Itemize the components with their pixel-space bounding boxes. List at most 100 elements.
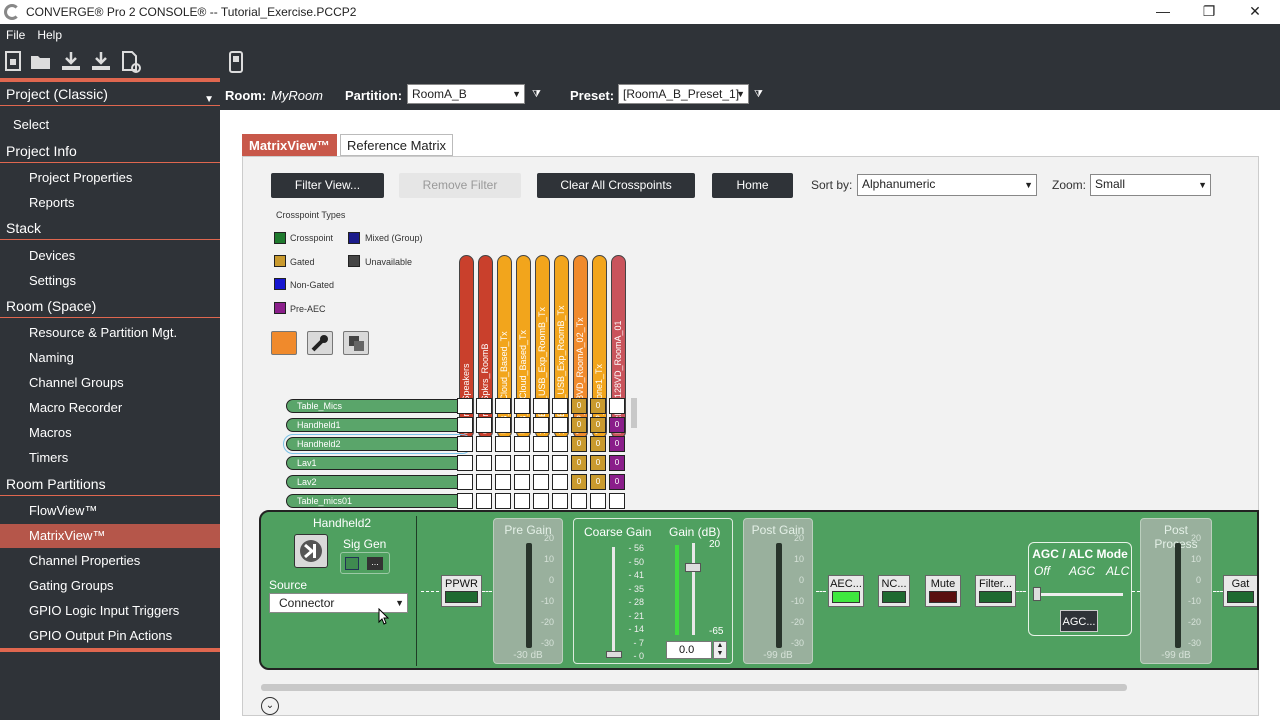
matrix-crosspoint-cell[interactable] <box>533 417 549 433</box>
matrix-row-label[interactable]: Table_Mics <box>286 399 469 413</box>
matrix-crosspoint-cell[interactable]: 0 <box>609 436 625 452</box>
sidebar-item-timers[interactable]: Timers <box>29 450 69 465</box>
matrix-crosspoint-cell[interactable] <box>476 398 492 414</box>
restore-button[interactable]: ❐ <box>1202 3 1216 19</box>
sidebar-item-naming[interactable]: Naming <box>29 350 74 365</box>
sidebar-item-channel-groups[interactable]: Channel Groups <box>29 375 124 390</box>
matrix-crosspoint-cell[interactable] <box>552 455 568 471</box>
matrix-crosspoint-cell[interactable] <box>495 436 511 452</box>
matrix-crosspoint-cell[interactable]: 0 <box>571 436 587 452</box>
sidebar-item-devices[interactable]: Devices <box>29 248 76 263</box>
matrix-crosspoint-cell[interactable] <box>552 398 568 414</box>
sidebar-item-resource-partition[interactable]: Resource & Partition Mgt. <box>29 325 178 340</box>
matrix-row-label[interactable]: Handheld1 <box>286 418 469 432</box>
matrix-row-label[interactable]: Lav1 <box>286 456 469 470</box>
tab-matrixview[interactable]: MatrixView™ <box>242 134 337 156</box>
matrix-crosspoint-cell[interactable] <box>552 417 568 433</box>
tab-reference-matrix[interactable]: Reference Matrix <box>340 134 453 156</box>
matrix-crosspoint-cell[interactable] <box>476 474 492 490</box>
sidebar-section-project[interactable]: Project (Classic) ▼ <box>0 82 220 106</box>
matrix-crosspoint-cell[interactable] <box>571 493 587 509</box>
matrix-row-label[interactable]: Handheld2 <box>283 434 472 454</box>
sidebar-section-stack[interactable]: Stack <box>0 216 220 240</box>
matrix-crosspoint-cell[interactable] <box>476 493 492 509</box>
matrix-crosspoint-cell[interactable] <box>514 493 530 509</box>
ppwr-button[interactable]: PPWR <box>441 575 482 607</box>
matrix-crosspoint-cell[interactable] <box>495 493 511 509</box>
matrix-crosspoint-cell[interactable] <box>476 417 492 433</box>
collapse-icon[interactable]: ▼ <box>204 94 214 105</box>
matrix-crosspoint-cell[interactable]: 0 <box>571 455 587 471</box>
menu-file[interactable]: File <box>6 28 26 42</box>
matrix-crosspoint-cell[interactable] <box>457 455 473 471</box>
sidebar-section-project-info[interactable]: Project Info <box>0 139 220 163</box>
sig-gen-more-button[interactable]: ... <box>367 557 383 570</box>
matrix-crosspoint-cell[interactable] <box>457 436 473 452</box>
input-connector-icon[interactable] <box>294 534 328 568</box>
agc-mode-slider[interactable] <box>1037 593 1123 596</box>
sidebar-section-room[interactable]: Room (Space) <box>0 294 220 318</box>
coarse-gain-slider[interactable] <box>612 547 615 657</box>
matrix-crosspoint-cell[interactable] <box>552 436 568 452</box>
nc-button[interactable]: NC... <box>878 575 910 607</box>
sidebar-item-select[interactable]: Select <box>13 117 50 132</box>
post-process-fader[interactable] <box>1175 543 1181 648</box>
partition-dropdown[interactable]: RoomA_B ▼ <box>407 84 525 104</box>
horizontal-scrollbar[interactable] <box>261 684 1127 691</box>
sidebar-section-room-partitions[interactable]: Room Partitions <box>0 472 220 496</box>
sidebar-item-matrixview[interactable]: MatrixView™ <box>0 524 220 548</box>
gate-button[interactable]: Gat <box>1223 575 1257 607</box>
matrix-crosspoint-cell[interactable] <box>514 474 530 490</box>
sidebar-item-project-properties[interactable]: Project Properties <box>29 170 133 185</box>
sidebar-item-gating-groups[interactable]: Gating Groups <box>29 578 114 593</box>
matrix-crosspoint-cell[interactable] <box>609 398 625 414</box>
sig-gen-toggle[interactable] <box>345 557 359 570</box>
open-folder-icon[interactable] <box>29 50 53 74</box>
matrix-crosspoint-cell[interactable]: 0 <box>590 436 606 452</box>
zoom-dropdown[interactable]: Small ▼ <box>1090 174 1211 196</box>
sidebar-item-reports[interactable]: Reports <box>29 195 75 210</box>
sidebar-item-flowview[interactable]: FlowView™ <box>29 503 98 518</box>
sidebar-item-gpio-logic[interactable]: GPIO Logic Input Triggers <box>29 603 180 618</box>
expand-down-icon[interactable]: ⌄ <box>261 697 279 715</box>
preset-filter-icon[interactable]: ⧩ <box>754 89 763 100</box>
preset-dropdown[interactable]: [RoomA_B_Preset_1] ▼ <box>618 84 749 104</box>
wrench-tool-icon[interactable] <box>307 331 333 355</box>
group-tool-icon[interactable] <box>343 331 369 355</box>
agc-mode-thumb[interactable] <box>1033 587 1041 601</box>
select-tool-icon[interactable] <box>271 331 297 355</box>
matrix-crosspoint-cell[interactable]: 0 <box>590 474 606 490</box>
matrix-crosspoint-cell[interactable] <box>514 455 530 471</box>
matrix-crosspoint-cell[interactable] <box>552 493 568 509</box>
matrix-crosspoint-cell[interactable] <box>495 417 511 433</box>
matrix-crosspoint-cell[interactable]: 0 <box>590 398 606 414</box>
matrix-crosspoint-cell[interactable] <box>495 398 511 414</box>
sidebar-item-macro-recorder[interactable]: Macro Recorder <box>29 400 123 415</box>
gain-value-input[interactable]: 0.0 <box>666 641 712 659</box>
filter-view-button[interactable]: Filter View... <box>271 173 384 198</box>
matrix-crosspoint-cell[interactable]: 0 <box>590 417 606 433</box>
matrix-crosspoint-cell[interactable] <box>457 417 473 433</box>
document-settings-icon[interactable] <box>119 50 143 74</box>
device-icon[interactable] <box>224 50 248 74</box>
download-all-icon[interactable] <box>89 50 113 74</box>
pre-gain-fader[interactable] <box>526 543 532 648</box>
matrix-crosspoint-cell[interactable] <box>476 455 492 471</box>
matrix-crosspoint-cell[interactable] <box>533 455 549 471</box>
mute-button[interactable]: Mute <box>925 575 961 607</box>
matrix-crosspoint-cell[interactable] <box>590 493 606 509</box>
matrix-crosspoint-cell[interactable] <box>533 436 549 452</box>
gain-stepper[interactable]: ▲▼ <box>713 641 727 659</box>
sidebar-item-settings[interactable]: Settings <box>29 273 76 288</box>
matrix-crosspoint-cell[interactable]: 0 <box>571 417 587 433</box>
sort-dropdown[interactable]: Alphanumeric ▼ <box>857 174 1037 196</box>
matrix-crosspoint-cell[interactable]: 0 <box>571 398 587 414</box>
matrix-crosspoint-cell[interactable] <box>495 455 511 471</box>
matrix-crosspoint-cell[interactable] <box>457 474 473 490</box>
matrix-row-label[interactable]: Lav2 <box>286 475 469 489</box>
minimize-button[interactable]: — <box>1156 3 1170 19</box>
matrix-crosspoint-cell[interactable] <box>457 493 473 509</box>
gain-thumb[interactable] <box>685 563 701 573</box>
matrix-crosspoint-cell[interactable] <box>552 474 568 490</box>
new-project-icon[interactable] <box>2 50 26 74</box>
